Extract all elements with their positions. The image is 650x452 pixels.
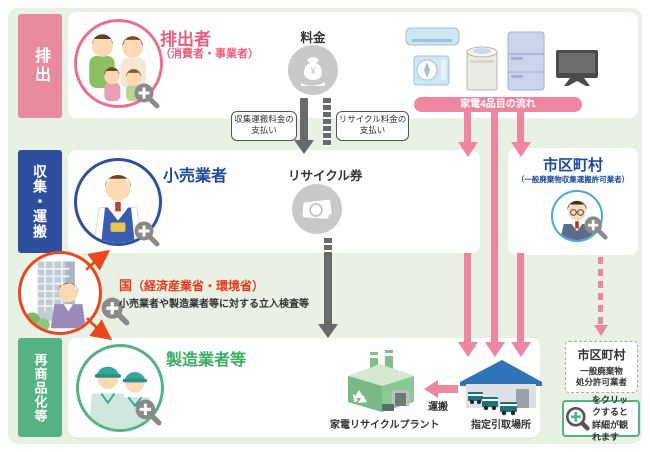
recycle-fee-arrow-stripes: [324, 238, 332, 254]
collection-fee-line1: 収集運搬料金の: [234, 114, 294, 124]
row-label-recycling: 再商品化等: [18, 338, 62, 437]
flow-arrow-right-upper: [517, 111, 524, 143]
air-conditioner-icon: [405, 27, 460, 86]
recycle-fee-arrow-lower: [324, 254, 332, 324]
row-label-discharge: 排出: [18, 14, 62, 118]
truck-icon: [468, 392, 517, 416]
government-name: 国: [119, 278, 133, 293]
svg-text:¥: ¥: [310, 66, 315, 76]
recycle-fee-line1: リサイクル料金の: [338, 114, 407, 124]
government-description: 小売業者や製造業者等に対する立入検査等: [119, 299, 309, 310]
flow-arrow-middle: [491, 111, 498, 343]
four-appliances-icons: [405, 27, 598, 91]
flow-arrow-left-head1: [458, 142, 478, 157]
appliance-flow-bar: 家電4品目の流れ: [414, 97, 582, 112]
money-bag-icon: ¥: [301, 57, 325, 86]
factory-icon: [348, 350, 414, 412]
recycle-fee-arrow-upper: [323, 98, 331, 147]
collection-fee-line2: 支払い: [251, 125, 277, 136]
flow-arrow-right-lower: [517, 253, 524, 343]
zoom-plus-icon[interactable]: [100, 296, 130, 326]
manufacturer-illustration[interactable]: [76, 344, 164, 432]
retailer-title: 小売業者: [163, 168, 228, 185]
government-agencies: （経済産業省・環境省）: [132, 279, 265, 293]
municipality-collection-title: 市区町村: [542, 157, 603, 174]
flow-arrow-middle-head: [485, 342, 505, 357]
collection-fee-arrowhead: [294, 140, 314, 154]
flow-arrow-left-upper: [464, 111, 471, 143]
refrigerator-icon: [507, 31, 545, 91]
zoom-note-box: をクリックすると 詳細が観れます: [562, 395, 640, 442]
recycle-fee-payment-label: リサイクル料金の 支払い: [336, 111, 409, 141]
collection-fee-arrow: [300, 98, 308, 140]
municipality-disposal-box: 市区町村 一般廃棄物 処分許可業者: [565, 341, 638, 393]
flow-arrow-left-lower: [464, 253, 471, 343]
transport-arrowhead: [424, 380, 438, 398]
disposal-dashed-arrowhead: [593, 325, 608, 336]
municipality-disposal-title: 市区町村: [577, 348, 626, 362]
plant-label: 家電リサイクルプラント: [330, 420, 440, 431]
government-building-icon: [23, 261, 86, 332]
recycle-fee-line2: 支払い: [359, 125, 386, 136]
government-title: 国（経済産業省・環境省）: [119, 275, 264, 294]
family-illustration[interactable]: [74, 19, 163, 108]
disposal-dashed-arrow: [598, 257, 603, 325]
municipality-disposal-line1: 一般廃棄物: [580, 366, 623, 376]
municipality-collection-subtitle: （一般廃棄物収集運搬許可業者）: [516, 175, 630, 184]
pickup-label: 指定引取場所: [471, 420, 531, 431]
emitter-subtitle: （消費者・事業者）: [160, 48, 259, 60]
zoom-note-text: をクリックすると 詳細が観れます: [592, 394, 636, 443]
zoom-note-line1: をクリックすると: [592, 395, 629, 418]
transport-arrow: [438, 385, 458, 393]
family-icon: [89, 34, 146, 102]
manufacturer-title: 製造業者等: [166, 352, 247, 369]
flow-arrow-right-head1: [511, 142, 531, 157]
row-label-collection: 収集・運搬: [18, 150, 62, 253]
inspection-arrows: [85, 249, 113, 341]
recycle-ticket-label: リサイクル券: [288, 169, 363, 183]
municipality-disposal-line2: 処分許可業者: [575, 377, 627, 388]
recycle-ticket-icon: [302, 199, 332, 219]
zoom-plus-icon[interactable]: [133, 82, 160, 109]
collection-fee-payment-label: 収集運搬料金の 支払い: [231, 111, 297, 141]
zoom-plus-icon[interactable]: [583, 215, 608, 240]
zoom-plus-icon[interactable]: [133, 220, 160, 247]
transport-label: 運搬: [428, 402, 448, 413]
retailer-person-icon: [93, 174, 143, 243]
emitter-title: 排出者: [160, 30, 211, 49]
flow-arrow-right-head2: [511, 342, 531, 357]
zoom-plus-icon: [566, 406, 590, 431]
zoom-plus-icon[interactable]: [134, 398, 162, 426]
television-icon: [556, 50, 598, 86]
flow-arrow-left-head2: [458, 342, 478, 357]
municipality-officer-icon: [560, 200, 594, 240]
fee-label: 料金: [300, 31, 326, 45]
warehouse-icon: [460, 360, 542, 416]
washing-machine-icon: [466, 46, 498, 91]
manufacturer-workers-icon: [88, 366, 154, 429]
zoom-note-line2: 詳細が観れます: [592, 419, 629, 442]
recycle-fee-arrowhead: [318, 324, 338, 338]
